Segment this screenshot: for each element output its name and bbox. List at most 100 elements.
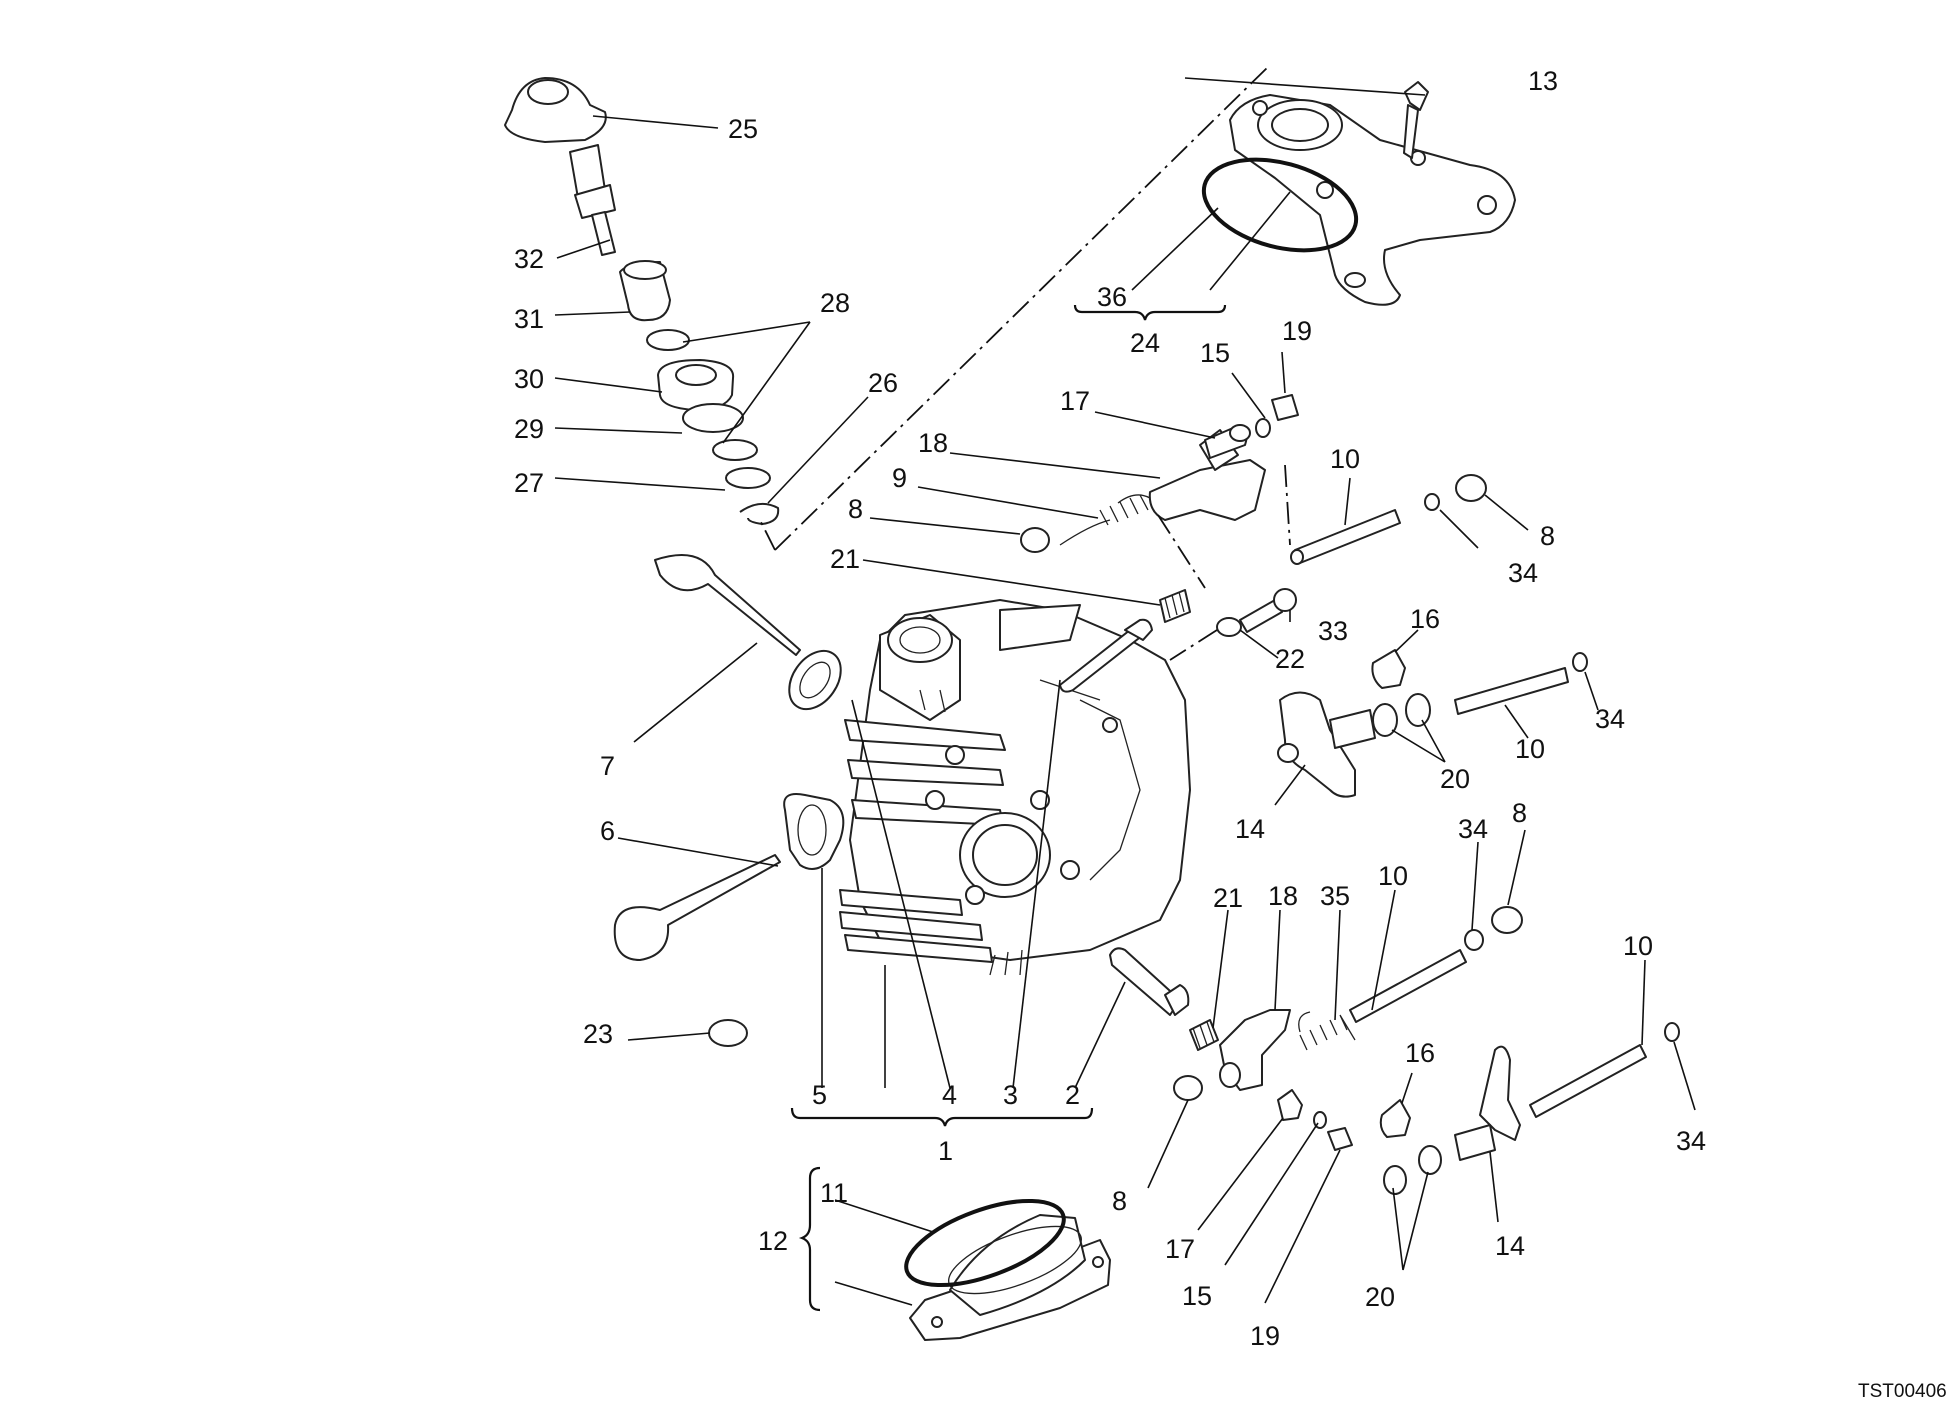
reference-line-upper — [774, 64, 1271, 551]
shaft-10-lower — [1349, 949, 1467, 1023]
callout-4: 4 — [942, 1080, 957, 1110]
valve-seat-4 — [788, 649, 842, 711]
callout-34-mid: 34 — [1595, 704, 1625, 734]
reference-line-screw — [1169, 629, 1218, 661]
o-ring-34-mid — [1572, 652, 1588, 672]
screw-33 — [1239, 588, 1297, 633]
washer-8-upper-right — [1455, 474, 1487, 502]
spring-9 — [1059, 494, 1151, 546]
cover-24 — [1229, 94, 1516, 306]
shim-20-upper-b — [1405, 693, 1431, 727]
callout-10-bottom: 10 — [1623, 931, 1653, 961]
shim-20-lower-b — [1418, 1145, 1442, 1175]
adjuster-21-upper — [1159, 589, 1191, 623]
callout-21-upper: 21 — [830, 544, 860, 574]
adjuster-17-lower — [1277, 1089, 1303, 1121]
callout-20-upper: 20 — [1440, 764, 1470, 794]
washer-8-lower-left — [1173, 1075, 1203, 1101]
callout-18-lower: 18 — [1268, 881, 1298, 911]
reference-line-rocker-right — [1284, 464, 1291, 546]
shaft-10-bottom — [1529, 1044, 1647, 1118]
ring-15-upper — [1255, 418, 1271, 438]
exhaust-valve — [613, 854, 781, 961]
o-ring-36 — [1201, 157, 1359, 253]
callout-15-upper: 15 — [1200, 338, 1230, 368]
callout-labels: 25 32 31 30 29 27 28 26 13 36 24 15 19 1… — [514, 66, 1706, 1351]
callout-15-lower: 15 — [1182, 1281, 1212, 1311]
shaft-10-mid — [1454, 667, 1569, 715]
washer-8-lower-right — [1491, 906, 1523, 934]
callout-25: 25 — [728, 114, 758, 144]
shim-20-lower-a — [1383, 1165, 1407, 1195]
callout-16-lower: 16 — [1405, 1038, 1435, 1068]
callout-18-upper: 18 — [918, 428, 948, 458]
drawing-reference: TST00406 — [1858, 1381, 1947, 1402]
o-ring-34-upper — [1424, 493, 1440, 511]
callout-11: 11 — [820, 1178, 848, 1208]
callout-19-lower: 19 — [1250, 1321, 1280, 1351]
o-ring-11 — [904, 1198, 1066, 1288]
callout-7: 7 — [600, 751, 615, 781]
callout-17-upper: 17 — [1060, 386, 1090, 416]
rocker-14-upper — [1277, 691, 1376, 798]
leader-lines — [554, 77, 1696, 1306]
cap-19-lower — [1327, 1127, 1353, 1151]
rubber-cap-25 — [504, 77, 607, 143]
valve-guide-upper — [1059, 618, 1153, 693]
o-ring-28-upper — [646, 329, 690, 351]
callout-24: 24 — [1130, 328, 1160, 358]
callout-35: 35 — [1320, 881, 1350, 911]
spacer-31 — [619, 260, 671, 322]
callout-8-upper-left: 8 — [848, 494, 863, 524]
callout-8-lower-right: 8 — [1512, 798, 1527, 828]
intake-flange-12 — [909, 1214, 1111, 1341]
callout-22: 22 — [1275, 644, 1305, 674]
brace-24 — [1073, 304, 1227, 321]
adjuster-21-lower — [1189, 1019, 1219, 1051]
callout-34-lower: 34 — [1458, 814, 1488, 844]
callout-10-upper: 10 — [1330, 444, 1360, 474]
rocker-18-lower — [1219, 1009, 1291, 1091]
sensor-32 — [569, 144, 616, 256]
brace-12 — [798, 1166, 821, 1312]
callout-14-lower: 14 — [1495, 1231, 1525, 1261]
cylinder-head — [839, 599, 1191, 976]
callout-1: 1 — [938, 1136, 953, 1166]
callout-14-upper: 14 — [1235, 814, 1265, 844]
callout-21-lower: 21 — [1213, 883, 1243, 913]
callout-33: 33 — [1318, 616, 1348, 646]
cap-16-upper — [1371, 649, 1406, 689]
callout-6: 6 — [600, 816, 615, 846]
callout-2: 2 — [1065, 1080, 1080, 1110]
callout-32: 32 — [514, 244, 544, 274]
callout-8-lower-left: 8 — [1112, 1186, 1127, 1216]
washer-27 — [725, 467, 771, 489]
washer-22 — [1216, 617, 1242, 637]
callout-31: 31 — [514, 304, 544, 334]
callout-36: 36 — [1097, 282, 1127, 312]
reference-line-rocker-left — [1157, 514, 1206, 589]
callout-26: 26 — [868, 368, 898, 398]
valve-guide-lower — [1109, 947, 1190, 1016]
collar-30 — [657, 359, 735, 411]
rocker-14-lower — [1454, 1045, 1521, 1161]
washer-8-upper-left — [1020, 527, 1050, 553]
reference-line-lower — [759, 519, 776, 551]
callout-10-mid: 10 — [1515, 734, 1545, 764]
callout-10-lower: 10 — [1378, 861, 1408, 891]
callout-19-upper: 19 — [1282, 316, 1312, 346]
o-ring-28-lower — [712, 439, 758, 461]
intake-valve — [654, 554, 801, 656]
o-ring-34-bottom — [1664, 1022, 1680, 1042]
callout-12: 12 — [758, 1226, 788, 1256]
circlip-26 — [739, 502, 780, 525]
callout-13: 13 — [1528, 66, 1558, 96]
shim-20-upper-a — [1372, 703, 1398, 737]
cap-19-upper — [1271, 394, 1299, 421]
callout-9: 9 — [892, 463, 907, 493]
cap-16-lower — [1379, 1099, 1411, 1138]
callout-20-lower: 20 — [1365, 1282, 1395, 1312]
callout-27: 27 — [514, 468, 544, 498]
o-ring-34-lower — [1464, 929, 1484, 951]
